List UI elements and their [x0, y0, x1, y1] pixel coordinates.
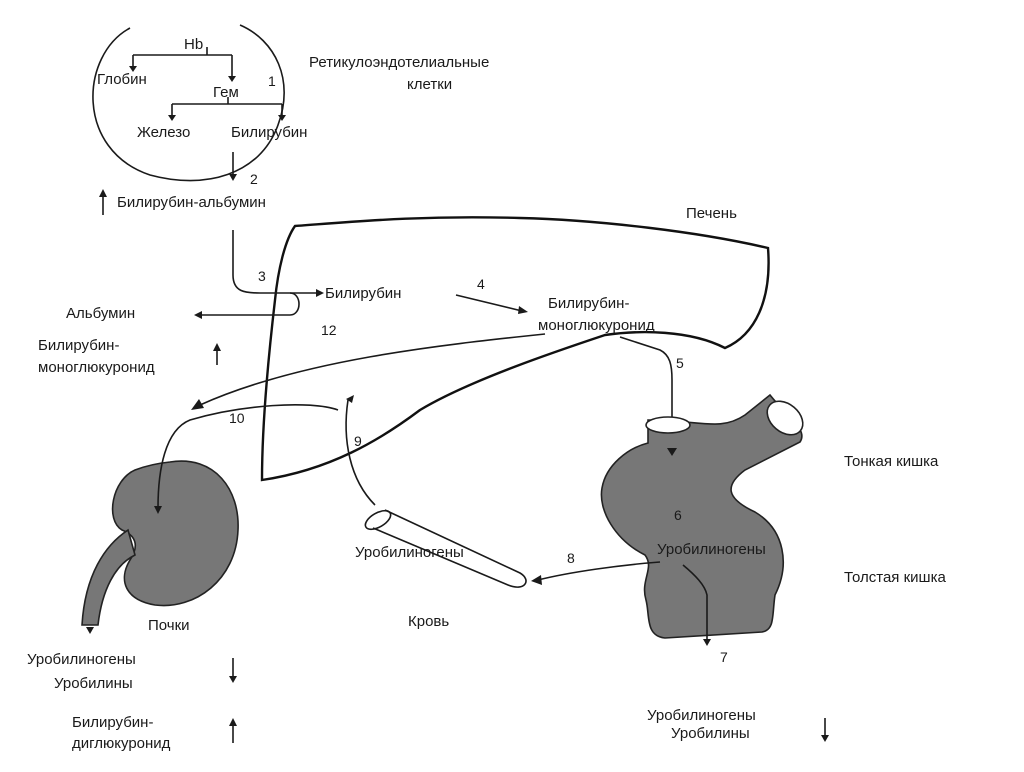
label-urine-diglucuronide: диглюкуронид [72, 735, 171, 752]
step-9-path [345, 399, 376, 506]
label-feces-urobilin: Уробилины [671, 725, 750, 742]
step-number-8: 8 [567, 550, 575, 566]
label-iron: Железо [137, 124, 190, 141]
blood-mono-up-arrowhead [213, 343, 221, 351]
label-globin: Глобин [97, 71, 147, 88]
step-number-10: 10 [229, 410, 245, 426]
step-7-arrowhead [703, 639, 711, 646]
label-bilirubin-albumin: Билирубин-альбумин [117, 194, 266, 211]
label-urobilinogen-blood: Уробилиногены [355, 544, 464, 561]
label-feces-urobilinogen: Уробилиногены [647, 707, 756, 724]
label-urine-urobilin: Уробилины [54, 675, 133, 692]
label-small-intestine: Тонкая кишка [844, 453, 939, 470]
step-number-3: 3 [258, 268, 266, 284]
step-7-path [682, 564, 708, 640]
step-12-path [199, 333, 546, 406]
intestine-top-opening [645, 416, 691, 434]
small-intestine-opening [766, 400, 804, 436]
label-liver: Печень [686, 205, 737, 222]
label-monogluc-liver-line2: моноглюкуронид [538, 317, 655, 334]
step-4-line [455, 294, 523, 312]
gem-branch-lines [171, 97, 283, 116]
label-monogluc-blood-line1: Билирубин- [38, 337, 119, 354]
label-blood: Кровь [408, 613, 449, 630]
step-number-4: 4 [477, 276, 485, 292]
ureter [81, 528, 136, 626]
step-number-12: 12 [321, 322, 337, 338]
step-10-path [157, 404, 339, 509]
step-9-arrowhead [346, 395, 354, 403]
kidney [111, 460, 239, 607]
label-bilirubin-reticulo: Билирубин [231, 124, 307, 141]
label-urine-urobilinogen: Уробилиногены [27, 651, 136, 668]
step-3-arrowhead [316, 289, 324, 297]
step-number-7: 7 [720, 649, 728, 665]
step-8-path [537, 561, 661, 581]
step-number-5: 5 [676, 355, 684, 371]
hb-branch-lines [132, 47, 233, 78]
step-8-arrowhead [531, 575, 542, 585]
albumin-arrowhead [194, 311, 202, 319]
reticuloendothelial-cell-outline [92, 24, 285, 182]
blood-vessel-opening [364, 509, 392, 531]
step-number-6: 6 [674, 507, 682, 523]
label-urobilinogen-intestine: Уробилиногены [657, 541, 766, 558]
step-10-arrowhead [154, 506, 162, 514]
arrow-to-gem [228, 76, 236, 82]
label-kidneys: Почки [148, 617, 190, 634]
label-monogluc-liver-line1: Билирубин- [548, 295, 629, 312]
step-5-path [619, 336, 673, 448]
label-bilirubin-liver: Билирубин [325, 285, 401, 302]
step-number-1: 1 [268, 73, 276, 89]
label-hb: Hb [184, 36, 203, 53]
blood-vessel-tube [372, 509, 527, 588]
intestine [600, 393, 803, 639]
urine-outflow-arrowhead [86, 627, 94, 634]
albumin-release-path [200, 292, 300, 316]
step-12-arrowhead [191, 399, 204, 410]
label-monogluc-blood-line2: моноглюкуронид [38, 359, 155, 376]
bil-albumin-up-arrowhead [99, 189, 107, 197]
label-gem: Гем [213, 84, 239, 101]
arrow-to-iron [168, 115, 176, 121]
liver-outline [260, 216, 770, 482]
label-reticulo-line1: Ретикулоэндотелиальные [309, 54, 489, 71]
step-5-arrowhead [667, 448, 677, 456]
label-urine-bilirubin: Билирубин- [72, 714, 153, 731]
diglucuronide-up-arrowhead [229, 718, 237, 726]
label-large-intestine: Толстая кишка [844, 569, 946, 586]
step-2-arrow [229, 174, 237, 181]
arrow-to-globin [129, 66, 137, 72]
step-4-arrowhead [518, 306, 528, 314]
label-albumin: Альбумин [66, 305, 135, 322]
step-number-9: 9 [354, 433, 362, 449]
arrow-to-bilirubin [278, 115, 286, 121]
urine-down-arrowhead [229, 676, 237, 683]
step-number-2: 2 [250, 171, 258, 187]
feces-down-arrowhead [821, 735, 829, 742]
step-3-path [232, 230, 318, 294]
label-reticulo-line2: клетки [407, 76, 452, 93]
